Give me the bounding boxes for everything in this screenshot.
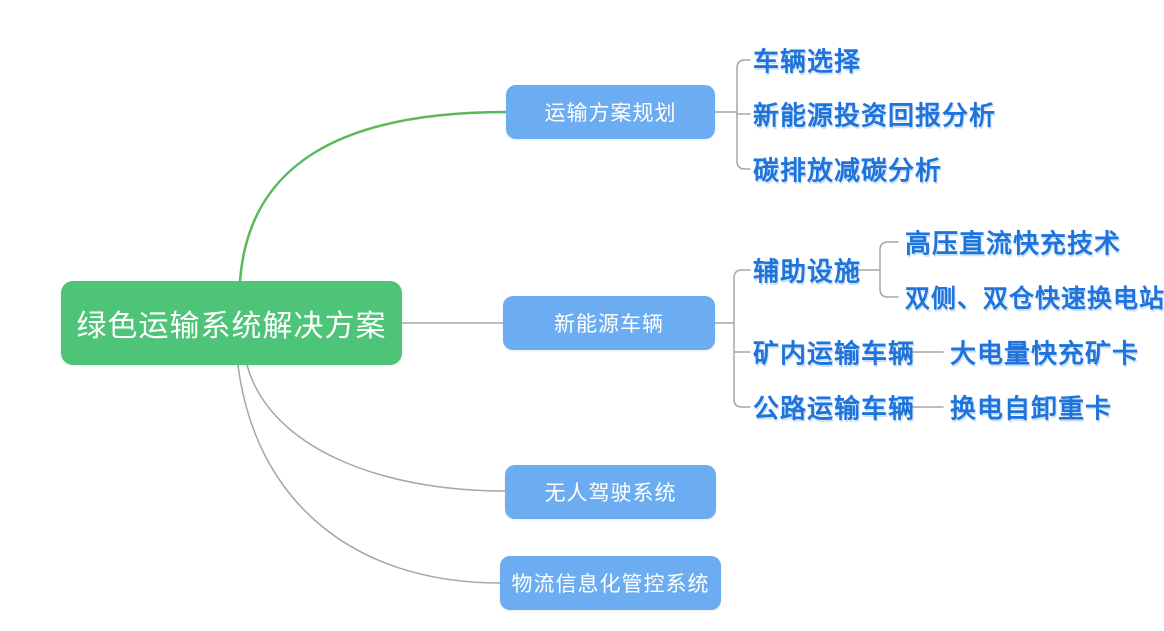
leaf-new-energy-roi-analysis[interactable]: 新能源投资回报分析 [753, 100, 997, 131]
leaf-high-capacity-mining-truck[interactable]: 大电量快充矿卡 [950, 338, 1140, 369]
connector-to-auxiliary-facilities [733, 269, 751, 324]
connector-to-battery-swap-station [879, 269, 899, 298]
leaf-auxiliary-facilities[interactable]: 辅助设施 [753, 256, 862, 287]
node-new-energy-vehicles[interactable]: 新能源车辆 [503, 296, 715, 350]
node-logistics-info-system[interactable]: 物流信息化管控系统 [500, 556, 721, 610]
connector-to-vehicle-selection [736, 59, 751, 115]
node-root[interactable]: 绿色运输系统解决方案 [61, 281, 402, 365]
connector-to-road-transport [733, 322, 751, 408]
leaf-carbon-emission-analysis[interactable]: 碳排放减碳分析 [753, 155, 943, 186]
node-autonomous-driving-system[interactable]: 无人驾驶系统 [505, 465, 716, 519]
connector-root-to-transport-plan [238, 110, 508, 284]
leaf-vehicle-selection[interactable]: 车辆选择 [753, 46, 862, 77]
connector-root-to-autonomous-driving [246, 364, 506, 492]
leaf-road-transport-vehicles[interactable]: 公路运输车辆 [753, 393, 916, 424]
connector-to-hv-dc-charging [879, 241, 899, 271]
leaf-hv-dc-fast-charging[interactable]: 高压直流快充技术 [905, 228, 1122, 259]
connector-root-to-logistics-system [237, 364, 501, 584]
leaf-battery-swap-dump-truck[interactable]: 换电自卸重卡 [950, 393, 1113, 424]
leaf-mine-transport-vehicles[interactable]: 矿内运输车辆 [753, 338, 916, 369]
connector-to-carbon-analysis [736, 113, 751, 170]
node-transport-plan-planning[interactable]: 运输方案规划 [506, 85, 715, 139]
leaf-dual-side-battery-swap-station[interactable]: 双侧、双仓快速换电站 [905, 285, 1164, 313]
